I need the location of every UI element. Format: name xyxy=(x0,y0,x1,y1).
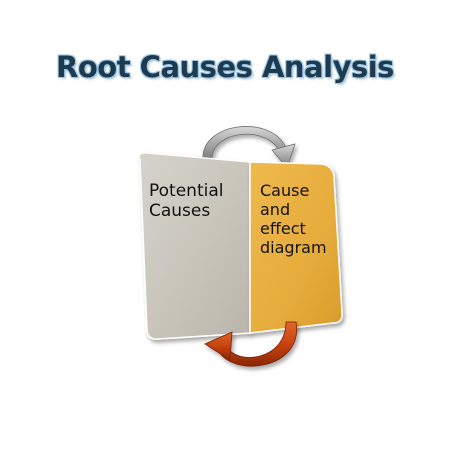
cause-effect-line-4: diagram xyxy=(260,237,327,257)
curved-arrow-top-icon xyxy=(202,126,296,169)
cause-effect-panel xyxy=(249,161,343,334)
cause-effect-line-1: Cause xyxy=(260,181,310,200)
potential-causes-line-1: Potential xyxy=(149,181,224,201)
curved-arrow-bottom-icon xyxy=(204,321,297,367)
cause-effect-line-3: effect xyxy=(260,218,306,238)
cause-effect-line-2: and xyxy=(260,199,291,219)
potential-causes-line-2: Causes xyxy=(149,201,211,222)
cause-effect-label: Cause and effect diagram xyxy=(260,181,327,258)
diagram-title: Root Causes Analysis xyxy=(56,50,394,84)
potential-causes-label: Potential Causes xyxy=(149,181,223,221)
